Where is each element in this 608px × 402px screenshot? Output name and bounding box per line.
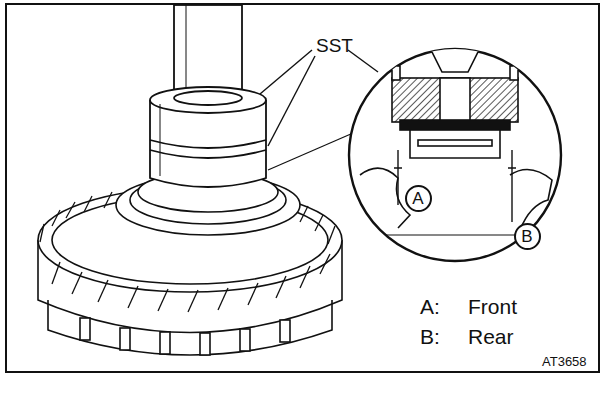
callout-letter: A bbox=[412, 190, 423, 207]
special-service-tool bbox=[150, 5, 266, 187]
legend-key: A: bbox=[420, 296, 440, 317]
magnified-section bbox=[268, 48, 561, 261]
figure-code: AT3658 bbox=[542, 355, 587, 368]
gear bbox=[38, 172, 342, 355]
legend-key: B: bbox=[420, 326, 440, 347]
callout-circle: B bbox=[514, 223, 541, 250]
legend-text: Rear bbox=[468, 326, 514, 347]
tool-label: SST bbox=[316, 36, 353, 55]
callout-circle: A bbox=[405, 185, 432, 212]
frame bbox=[6, 4, 599, 372]
callout-letter: B bbox=[521, 228, 532, 245]
legend-text: Front bbox=[468, 296, 517, 317]
